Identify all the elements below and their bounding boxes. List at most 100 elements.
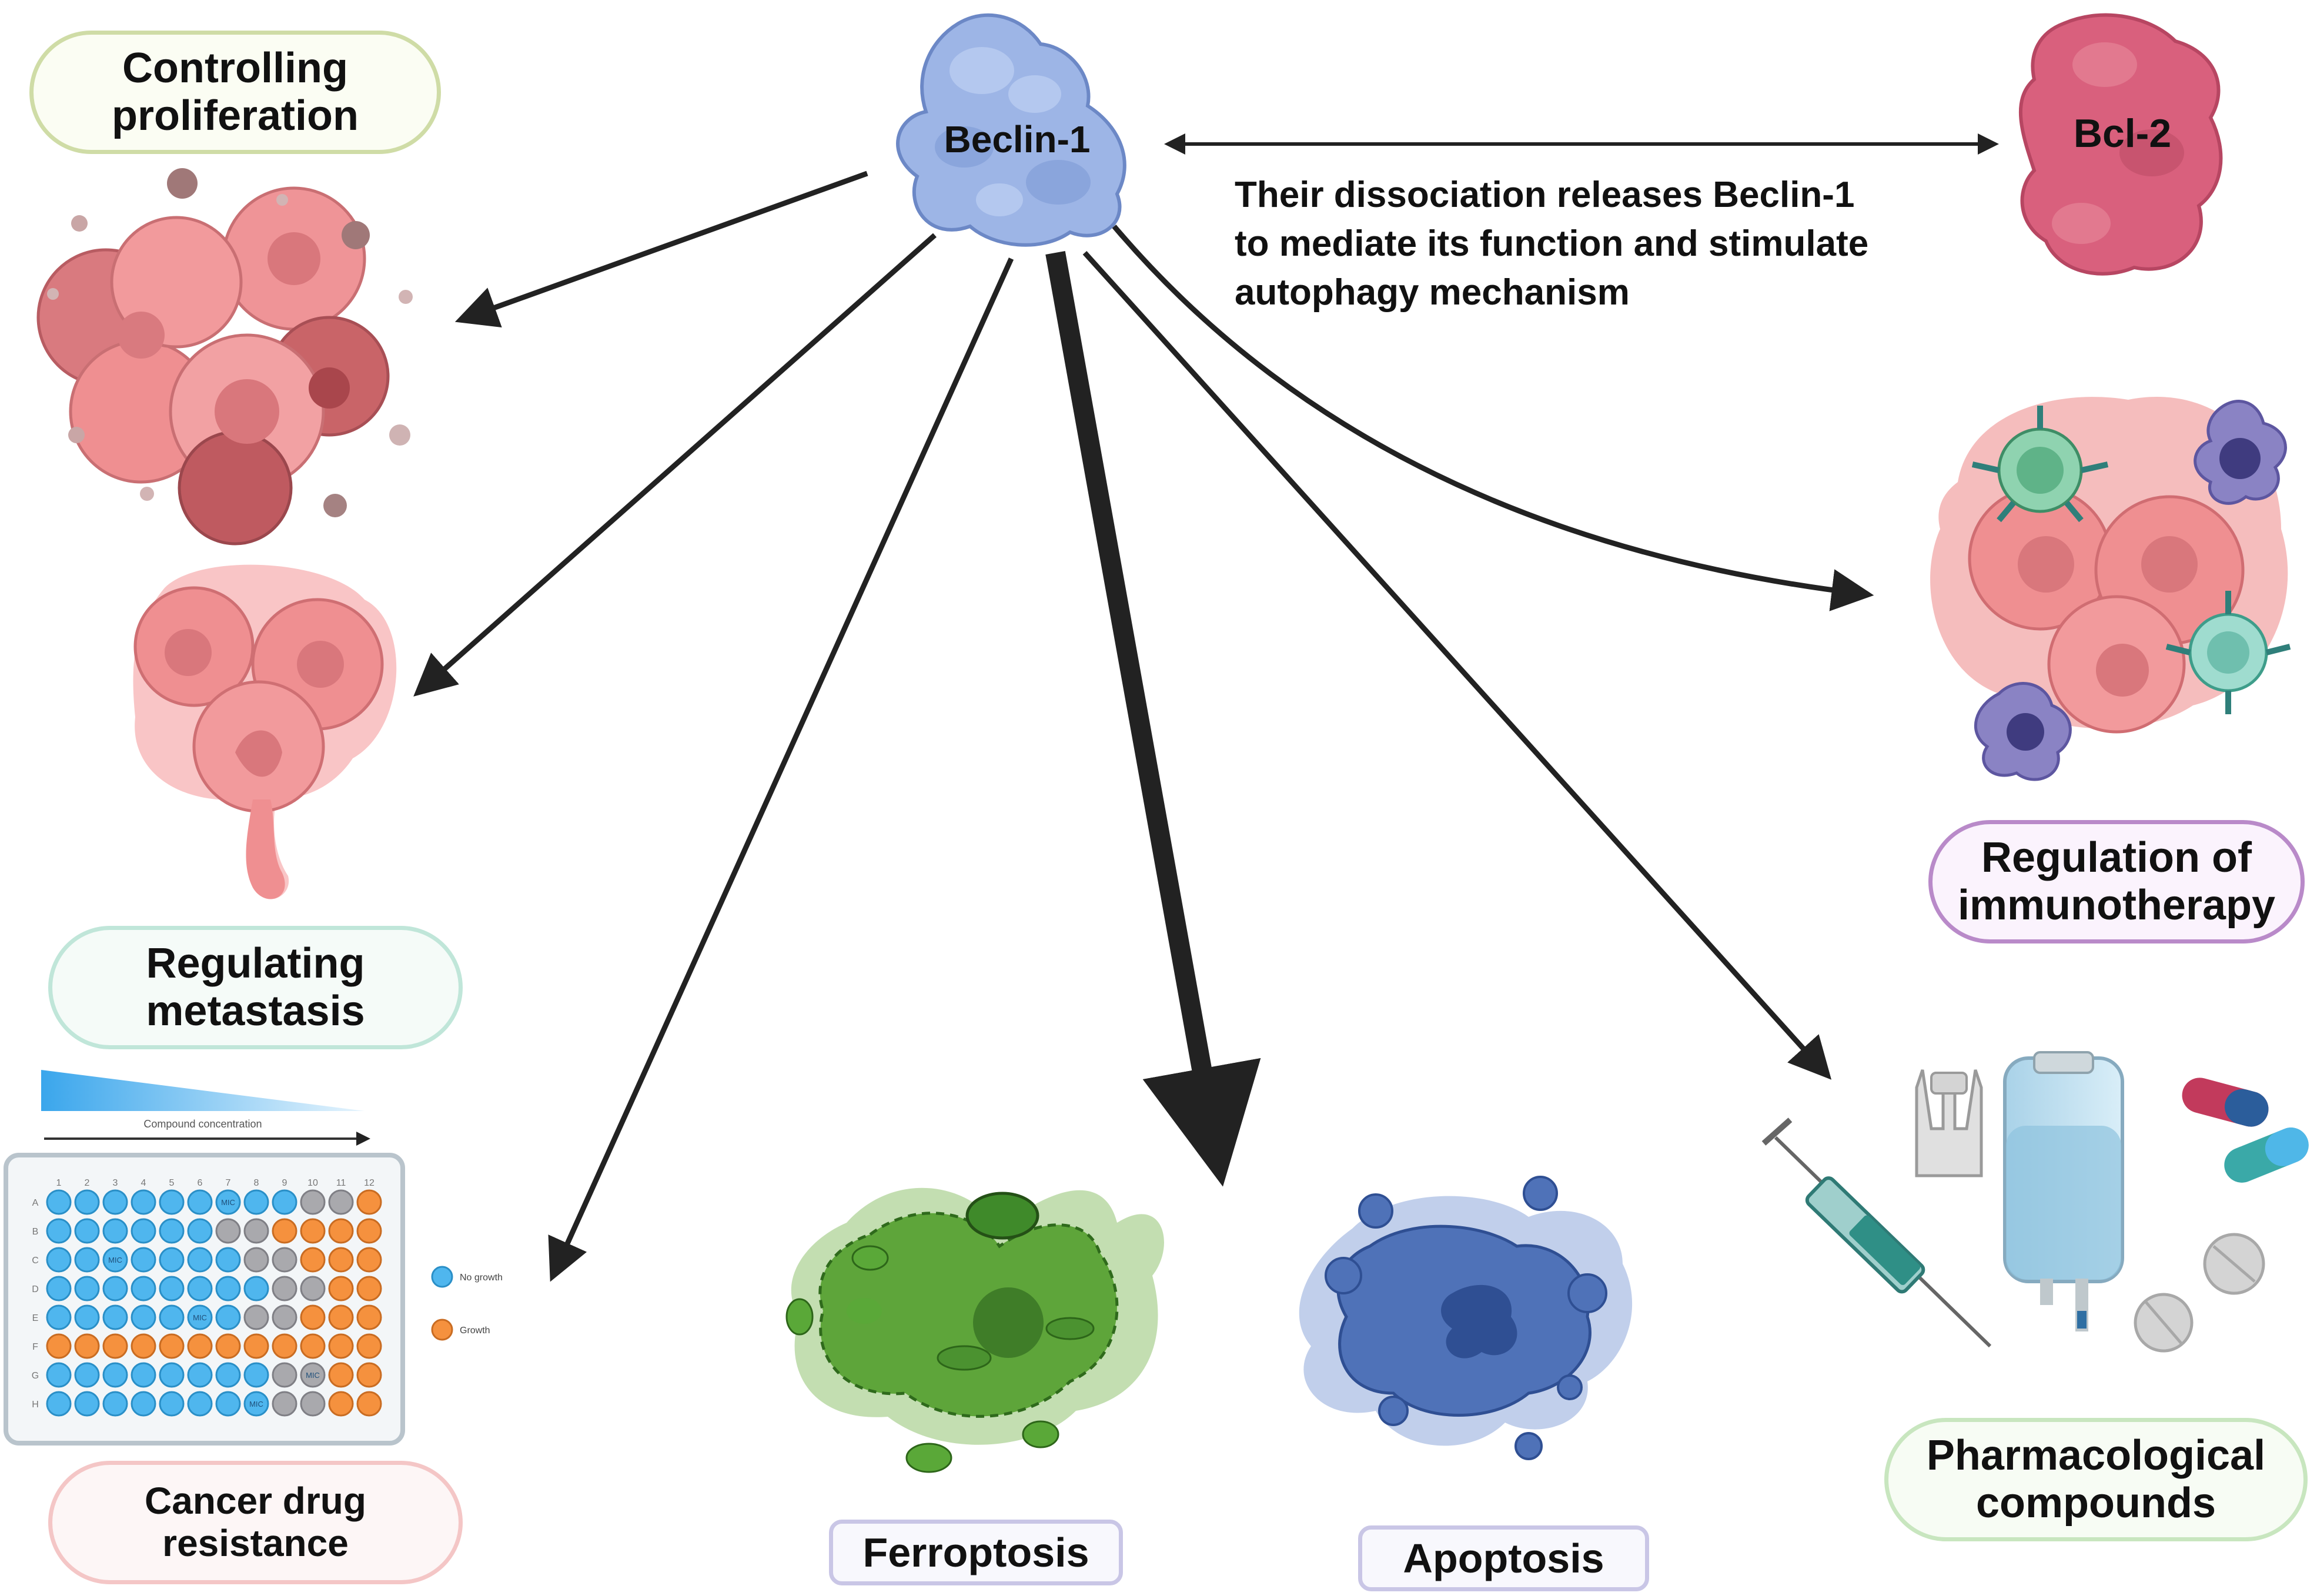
- t-cell-2: [2165, 591, 2291, 714]
- plate-well: [328, 1218, 354, 1244]
- plate-column-label: 10: [307, 1178, 318, 1188]
- plate-column-label: 4: [141, 1178, 146, 1188]
- drug-resistance-line-2: resistance: [162, 1522, 349, 1564]
- plate-well: [243, 1333, 269, 1359]
- plate-well: [102, 1218, 128, 1244]
- legend-growth-swatch: [431, 1319, 453, 1341]
- plate-row-label: C: [32, 1256, 39, 1266]
- plate-well: [300, 1362, 326, 1388]
- plate-well: [243, 1218, 269, 1244]
- plate-well: [74, 1218, 100, 1244]
- controlling-proliferation-label: Controlling proliferation: [29, 31, 441, 154]
- plate-well: [131, 1218, 156, 1244]
- plate-well: [272, 1247, 297, 1273]
- plate-well: [243, 1304, 269, 1330]
- plate-column-label: 3: [113, 1178, 118, 1188]
- beclin-1-protein: [896, 13, 1126, 247]
- plate-well: [102, 1333, 128, 1359]
- plate-well: [300, 1218, 326, 1244]
- beclin-1-label: Beclin-1: [944, 118, 1091, 160]
- plate-well: [74, 1276, 100, 1301]
- immunotherapy-illustration: [1930, 397, 2291, 781]
- plate-column-label: 12: [364, 1178, 375, 1188]
- iv-bag: [2003, 1051, 2124, 1331]
- plate-well: [215, 1333, 241, 1359]
- plate-well: [328, 1304, 354, 1330]
- plate-well: [215, 1276, 241, 1301]
- plate-well: [215, 1362, 241, 1388]
- plate-well: [300, 1247, 326, 1273]
- plate-well: [102, 1362, 128, 1388]
- plate-well: [356, 1362, 382, 1388]
- arrow-to-metastasis: [413, 233, 937, 697]
- plate-column-label: 5: [169, 1178, 175, 1188]
- arrow-to-proliferation: [454, 170, 868, 328]
- plate-well: [187, 1276, 213, 1301]
- arrow-to-pharmacological: [1082, 250, 1832, 1080]
- plate-well: [356, 1304, 382, 1330]
- plate-well: [187, 1218, 213, 1244]
- arrow-to-ferroptosis: [1045, 250, 1261, 1187]
- concentration-gradient-wedge: [41, 1070, 365, 1111]
- plate-well: [187, 1391, 213, 1417]
- plate-row-label: D: [32, 1284, 39, 1294]
- plate-well: [215, 1247, 241, 1273]
- plate-row-label: F: [32, 1342, 38, 1352]
- mic-marker: MIC: [306, 1371, 320, 1380]
- plate-well: [46, 1362, 72, 1388]
- plate-well: [243, 1391, 269, 1417]
- arrows: [413, 133, 1999, 1282]
- plate-well: [159, 1189, 185, 1215]
- metastasis-tumor-illustration: [133, 564, 397, 899]
- pharmacological-line-1: Pharmacological: [1926, 1432, 2266, 1480]
- plate-well: [243, 1362, 269, 1388]
- plate-well: [159, 1362, 185, 1388]
- plate-row-label: H: [32, 1400, 39, 1410]
- plate-row-label: B: [32, 1227, 39, 1237]
- plate-well: [215, 1218, 241, 1244]
- plate-well: [300, 1189, 326, 1215]
- proliferation-tumor-illustration: [36, 168, 413, 546]
- plate-well: [356, 1276, 382, 1301]
- apoptosis-label: Apoptosis: [1358, 1525, 1649, 1591]
- plate-well: [243, 1247, 269, 1273]
- arrow-to-immunotherapy: [1112, 225, 1874, 611]
- bcl-2-protein: [2018, 13, 2223, 276]
- plate-well: [328, 1333, 354, 1359]
- plate-row-label: E: [32, 1313, 39, 1323]
- plate-well: [74, 1304, 100, 1330]
- plate-well: [159, 1218, 185, 1244]
- plate-column-label: 8: [254, 1178, 259, 1188]
- plate-well: [131, 1304, 156, 1330]
- plate-well: [131, 1247, 156, 1273]
- plate-well: [272, 1391, 297, 1417]
- plate-well: [272, 1189, 297, 1215]
- plate-well: [102, 1189, 128, 1215]
- plate-well: [131, 1362, 156, 1388]
- interaction-note-line-2: to mediate its function and stimulate: [1235, 223, 1869, 264]
- t-cell: [1971, 406, 2109, 523]
- plate-well: [74, 1247, 100, 1273]
- plate-well: [356, 1218, 382, 1244]
- tablets: [2134, 1233, 2265, 1353]
- dendritic-cell: [2194, 400, 2287, 505]
- plate-well: [356, 1247, 382, 1273]
- regulating-metastasis-label: Regulating metastasis: [48, 926, 463, 1049]
- dendritic-cell-2: [1974, 682, 2072, 781]
- plate-well: [272, 1276, 297, 1301]
- plate-well: [243, 1276, 269, 1301]
- plate-well: [159, 1391, 185, 1417]
- immunotherapy-line-1: Regulation of: [1981, 834, 2252, 882]
- legend-no-growth-swatch: [431, 1266, 453, 1288]
- immunotherapy-line-2: immunotherapy: [1957, 882, 2276, 929]
- plate-column-label: 9: [282, 1178, 287, 1188]
- plate-well: [46, 1218, 72, 1244]
- plate-column-label: 1: [56, 1178, 62, 1188]
- plate-well: [215, 1304, 241, 1330]
- plate-well: [46, 1391, 72, 1417]
- plate-well: [187, 1247, 213, 1273]
- plate-well: [187, 1333, 213, 1359]
